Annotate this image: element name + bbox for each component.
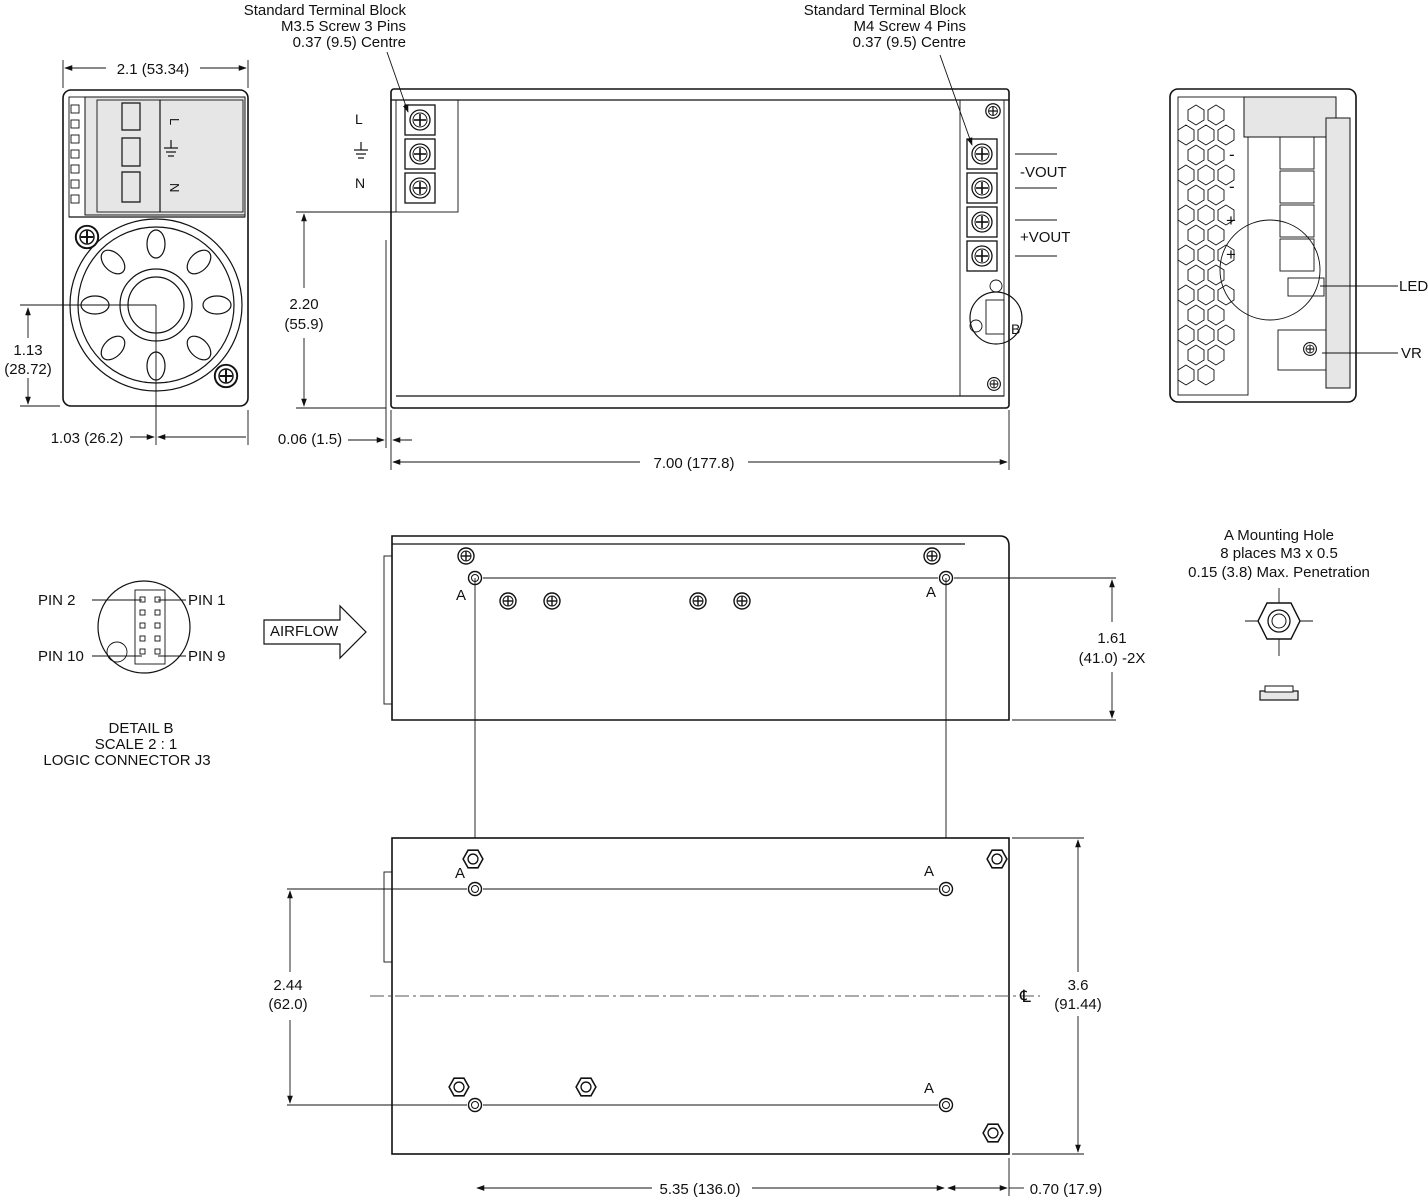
pin9-label: PIN 9 [188,648,226,665]
rear-view: - - + + LED VR [1169,88,1428,403]
dim-side-height-in: 1.61 [1097,630,1126,647]
side-hole-a-right: A [926,584,936,601]
dim-fan-offset: 1.03 (26.2) [51,430,124,447]
top-right-terminal-line2: M4 Screw 4 Pins [853,18,966,35]
dim-width-front: 2.1 (53.34) [117,61,190,78]
detail-callout: B [1011,321,1020,337]
dim-side-height-mm: (41.0) -2X [1079,650,1146,667]
mounting-hole-note: A Mounting Hole 8 places M3 x 0.5 0.15 (… [1188,527,1370,701]
detail-b-title: DETAIL B [108,720,173,737]
side-view: A A [383,535,1116,721]
bottom-view-dimensions: 2.44 (62.0) 3.6 (91.44) 5.35 (136.0) 0.7… [268,837,1103,1198]
top-view-dimensions: 2.20 (55.9) 0.06 (1.5) 7.00 (177.8) [278,211,1010,472]
svg-text:L: L [167,118,182,125]
output-label-neg: -VOUT [1020,164,1067,181]
detail-b-scale: SCALE 2 : 1 [95,736,178,753]
bottom-hole-a-1: A [455,865,465,882]
top-right-terminal-line3: 0.37 (9.5) Centre [853,34,966,51]
pin1-label: PIN 1 [188,592,226,609]
top-left-terminal-line1: Standard Terminal Block [244,2,407,19]
dim-bottom-width-mm: (91.44) [1054,996,1102,1013]
dim-bottom-hole-mm: (62.0) [268,996,307,1013]
dim-edge-offset: 0.06 (1.5) [278,431,342,448]
dim-hole-spacing: 5.35 (136.0) [660,1181,741,1198]
airflow-arrow: AIRFLOW [263,604,367,660]
rear-minus-2: - [1229,177,1235,196]
top-right-terminal-line1: Standard Terminal Block [804,2,967,19]
dim-term-height-in: 2.20 [289,296,318,313]
dim-end-offset: 0.70 (17.9) [1030,1181,1103,1198]
input-label-n: N [355,175,365,191]
front-dimensions: 2.1 (53.34) 1.13 (28.72) 1.03 (26.2) [4,60,249,447]
dim-bottom-width-in: 3.6 [1068,977,1089,994]
airflow-label: AIRFLOW [270,623,339,640]
bottom-hole-a-2: A [924,863,934,880]
dim-length: 7.00 (177.8) [654,455,735,472]
rear-plus-1: + [1226,211,1236,230]
bottom-view: A A A ℄ [287,837,1040,1155]
vr-label: VR [1401,345,1422,362]
svg-text:N: N [167,183,182,192]
dim-bottom-hole-in: 2.44 [273,977,302,994]
front-view: L N [62,89,249,407]
top-left-terminal-line3: 0.37 (9.5) Centre [293,34,406,51]
mounting-note-line2: 8 places M3 x 0.5 [1220,545,1338,562]
bottom-hole-a-3: A [924,1080,934,1097]
led-label: LED [1399,278,1428,295]
top-left-terminal-line2: M3.5 Screw 3 Pins [281,18,406,35]
top-view-annotations: Standard Terminal Block M3.5 Screw 3 Pin… [244,2,973,146]
mounting-note-line1: A Mounting Hole [1224,527,1334,544]
dim-term-height-mm: (55.9) [284,316,323,333]
pin2-label: PIN 2 [38,592,76,609]
pin10-label: PIN 10 [38,648,84,665]
ground-symbol [354,142,368,159]
dim-fan-height-mm: (28.72) [4,361,52,378]
rear-minus-1: - [1229,145,1235,164]
input-label-l: L [355,111,363,127]
centerline-symbol: ℄ [1019,987,1031,1006]
side-hole-a-left: A [456,587,466,604]
top-view: L N B -VOUT +VOUT [354,88,1070,409]
mounting-note-line3: 0.15 (3.8) Max. Penetration [1188,564,1370,581]
detail-b: PIN 2 PIN 1 PIN 10 PIN 9 DETAIL B SCALE … [38,580,226,769]
output-label-pos: +VOUT [1020,229,1070,246]
dim-fan-height-in: 1.13 [13,342,42,359]
rear-plus-2: + [1226,245,1236,264]
detail-b-name: LOGIC CONNECTOR J3 [43,752,210,769]
